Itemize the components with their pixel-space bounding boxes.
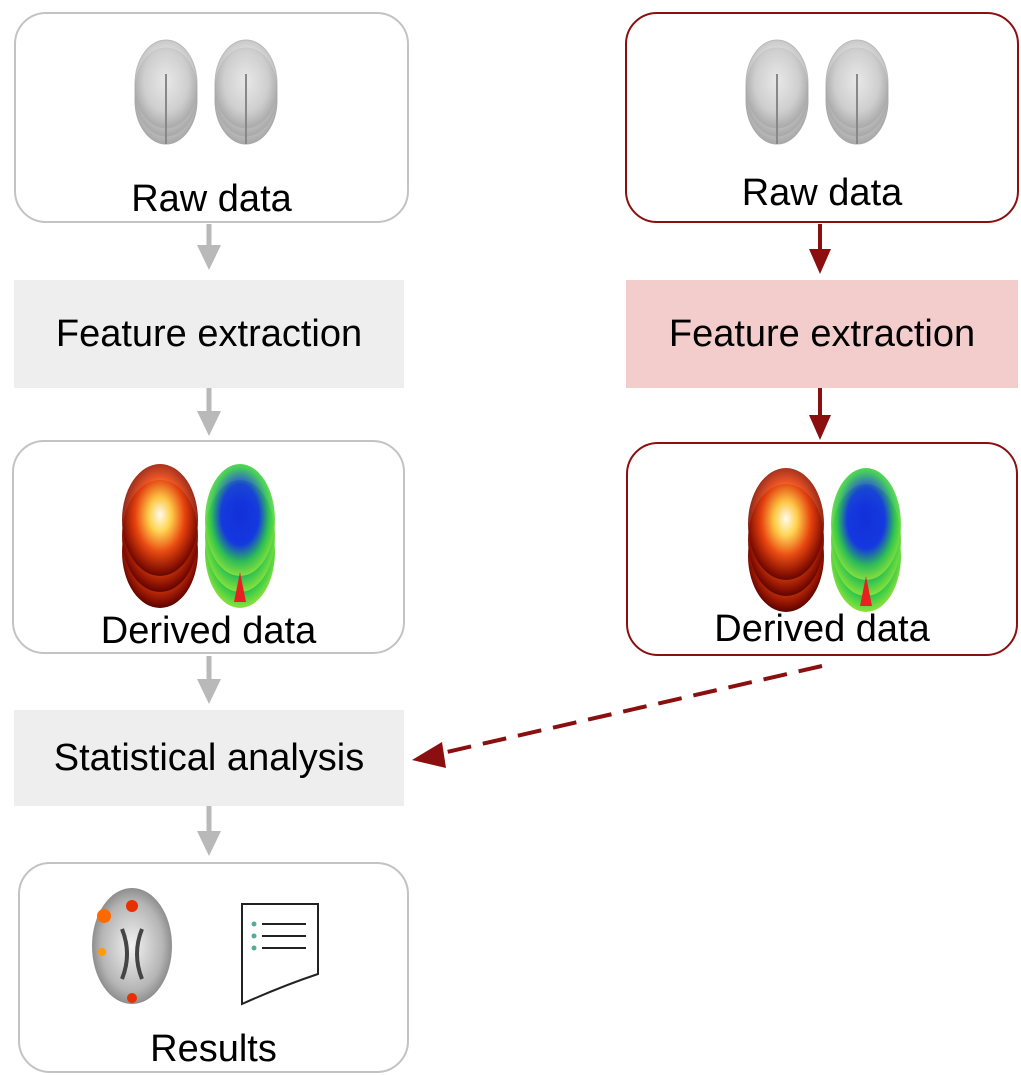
raw-data-node-left: Raw data [14, 12, 409, 223]
raw-data-label-right: Raw data [741, 172, 903, 214]
raw-data-label-left: Raw data [131, 178, 292, 220]
feature-extraction-step-left: Feature extraction [14, 280, 404, 388]
arrow-stats-to-results-left [197, 806, 221, 856]
statistical-analysis-step: Statistical analysis [14, 710, 404, 806]
statistical-analysis-label: Statistical analysis [53, 737, 365, 779]
arrow-feature-to-derived-right [809, 388, 831, 440]
arrow-raw-to-feature-right [809, 224, 831, 274]
derived-data-node-left: Derived data [12, 440, 405, 654]
feature-extraction-step-right: Feature extraction [626, 280, 1018, 388]
arrow-derived-to-stats-left [197, 656, 221, 704]
feature-extraction-label-left: Feature extraction [55, 313, 363, 355]
arrow-feature-to-derived-left [197, 388, 221, 436]
activation-brain-map-icon [92, 888, 172, 1004]
raw-mri-brain-stack-icon [134, 39, 278, 145]
results-label: Results [150, 1028, 277, 1070]
feature-extraction-label-right: Feature extraction [668, 313, 976, 355]
derived-brain-maps-icon [748, 468, 901, 612]
derived-brain-maps-icon [122, 464, 275, 608]
derived-data-node-right: Derived data [626, 442, 1018, 656]
results-node: Results [18, 862, 409, 1073]
raw-data-node-right: Raw data [625, 12, 1019, 223]
report-document-icon [241, 903, 319, 1006]
derived-data-label-right: Derived data [714, 608, 930, 650]
raw-mri-brain-stack-icon [745, 39, 889, 145]
results-icons [92, 888, 319, 1006]
dashed-arrow-derived-to-stats [412, 664, 823, 768]
derived-data-label-left: Derived data [100, 610, 317, 652]
arrow-raw-to-feature-left [197, 224, 221, 270]
